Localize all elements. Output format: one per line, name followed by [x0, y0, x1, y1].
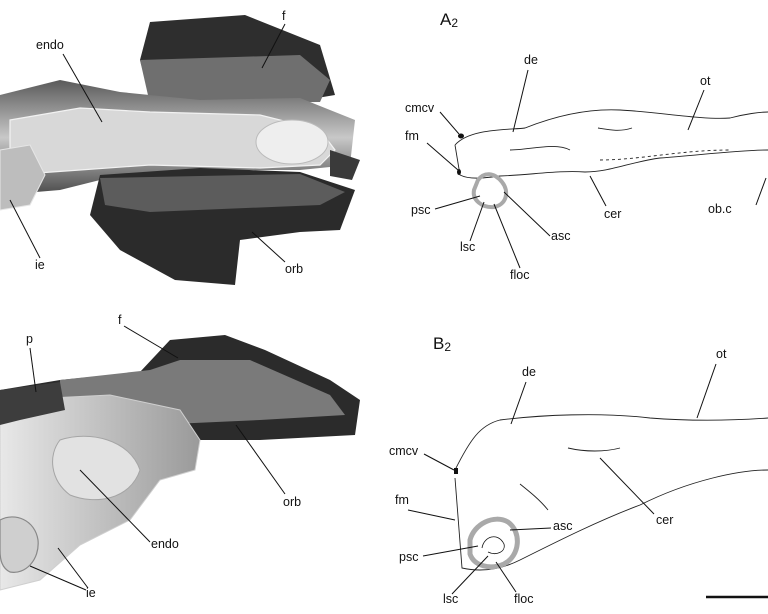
a2-leader-cer: [589, 175, 607, 207]
a2-label-psc: psc: [411, 203, 430, 217]
b1-leader-endo: [79, 469, 151, 543]
a2-fm-dot: [457, 169, 461, 175]
a1-leader-orb: [251, 231, 286, 263]
a2-cer-contour: [597, 127, 633, 131]
b2-leader-fm: [407, 509, 456, 521]
b2-label-fm: fm: [395, 493, 409, 507]
a2-upper-outline: [454, 109, 768, 146]
b2-label-floc: floc: [514, 592, 533, 606]
b2-label-ot: ot: [716, 347, 727, 361]
panel-a1-render: [0, 15, 360, 285]
b1-leader-ie-2: [57, 547, 89, 589]
a1-endocast: [9, 107, 336, 176]
panel-b1-render: [0, 335, 360, 591]
b2-leader-de: [510, 381, 527, 425]
a1-mid-upper-band: [140, 55, 330, 104]
a1-right-fin: [330, 150, 360, 180]
b1-label-orb: orb: [283, 495, 301, 509]
b1-label-p: p: [26, 332, 33, 346]
a2-label-lsc: lsc: [460, 240, 475, 254]
b2-canal-loop: [467, 516, 520, 570]
b2-cer-contour: [567, 447, 621, 452]
a2-label-de: de: [524, 53, 538, 67]
panel-label-b2: B2: [433, 334, 451, 354]
a2-label-floc: floc: [510, 268, 529, 282]
a1-left-ear-region: [0, 144, 46, 211]
a1-leader-f: [261, 23, 286, 69]
b1-leader-ie-1: [29, 565, 87, 591]
b2-label-de: de: [522, 365, 536, 379]
a2-leader-fm: [426, 142, 459, 171]
a2-leader-asc: [503, 191, 551, 237]
a2-canal-inner: [481, 184, 499, 193]
a2-canal-loop: [471, 172, 509, 210]
a2-label-obc: ob.c: [708, 202, 732, 216]
a2-leader-floc: [493, 203, 521, 269]
a1-leader-ie: [9, 199, 41, 259]
b2-leader-floc: [495, 561, 517, 593]
b2-leader-asc: [509, 527, 552, 531]
a2-label-cmcv: cmcv: [405, 101, 435, 115]
b2-leader-cmcv: [423, 453, 455, 471]
b1-leader-f: [123, 325, 179, 359]
a1-label-f: f: [282, 9, 286, 23]
b1-label-ie: ie: [86, 586, 96, 600]
a2-label-cer: cer: [604, 207, 621, 221]
b2-leader-psc: [422, 545, 479, 557]
b1-label-endo: endo: [151, 537, 179, 551]
b2-canal-inner: [481, 536, 505, 554]
b2-leader-lsc: [451, 555, 489, 595]
b2-cmcv-mark: [454, 468, 458, 474]
panel-b2-drawing: [454, 414, 768, 571]
a1-label-orb: orb: [285, 262, 303, 276]
b2-lower-contour: [519, 483, 549, 511]
b2-label-asc: asc: [553, 519, 572, 533]
a2-leader-lsc: [469, 201, 485, 242]
a2-label-asc: asc: [551, 229, 570, 243]
panel-a2-drawing: [454, 109, 768, 210]
b1-leader-p: [29, 347, 37, 393]
b2-leader-cer: [599, 457, 655, 515]
b1-lobe-2: [52, 435, 141, 501]
b1-leader-orb: [235, 424, 286, 495]
b2-label-psc: psc: [399, 550, 418, 564]
b2-label-cer: cer: [656, 513, 673, 527]
a2-lower-outline: [454, 144, 768, 179]
a1-label-ie: ie: [35, 258, 45, 272]
a2-lower-contour: [599, 149, 731, 161]
a2-leader-ot: [687, 89, 705, 131]
a2-leader-de: [512, 69, 529, 133]
b2-upper-outline: [454, 414, 768, 471]
a1-leader-endo: [62, 53, 103, 123]
a2-leader-cmcv: [439, 111, 460, 135]
a2-cmcv-dot: [458, 133, 464, 139]
a2-mid-contour: [509, 146, 571, 151]
b1-gray-upper-left: [0, 382, 65, 425]
b1-ear-loop: [0, 516, 39, 573]
a1-mid-lower-band: [100, 174, 345, 212]
b2-label-cmcv: cmcv: [389, 444, 419, 458]
panel-label-a2: A2: [440, 10, 458, 30]
a2-label-fm: fm: [405, 129, 419, 143]
b2-leader-ot: [696, 363, 717, 419]
b1-label-f: f: [118, 313, 122, 327]
a2-leader-psc: [434, 195, 481, 210]
a1-label-endo: endo: [36, 38, 64, 52]
a2-label-ot: ot: [700, 74, 711, 88]
a1-endocast-bulb: [255, 119, 329, 165]
a2-leader-obc: [755, 177, 767, 206]
b2-label-lsc: lsc: [443, 592, 458, 606]
